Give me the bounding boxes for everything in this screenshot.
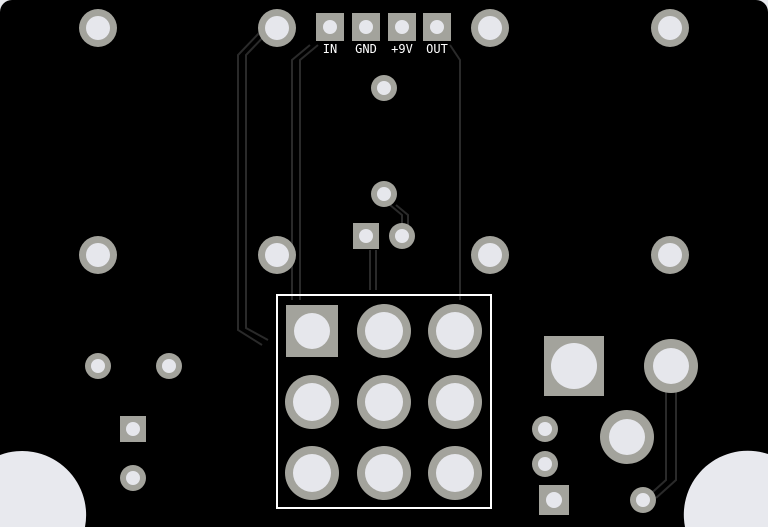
drill-hole: [430, 20, 444, 34]
header-pad: [316, 13, 344, 41]
pad-square: [353, 223, 379, 249]
header-labels: IN GND +9V OUT: [323, 42, 448, 56]
switch-pad: [357, 375, 411, 429]
drill-hole: [658, 16, 682, 40]
mounting-hole: [258, 236, 296, 274]
drill-hole: [91, 359, 105, 373]
label-in: IN: [323, 42, 337, 56]
pad-square: [120, 416, 146, 442]
drill-hole: [658, 243, 682, 267]
drill-hole: [636, 493, 650, 507]
mounting-hole: [258, 9, 296, 47]
drill-hole: [86, 243, 110, 267]
jack-pad-square: [544, 336, 604, 396]
jack-pad: [644, 339, 698, 393]
drill-hole: [359, 20, 373, 34]
pad: [120, 465, 146, 491]
pad: [532, 451, 558, 477]
switch-pad: [357, 446, 411, 500]
pads: [79, 9, 698, 515]
pad-square: [539, 485, 569, 515]
pad: [389, 223, 415, 249]
switch-pad: [285, 446, 339, 500]
drill-hole: [395, 20, 409, 34]
drill-hole: [365, 312, 403, 350]
drill-hole: [365, 454, 403, 492]
drill-hole: [293, 383, 331, 421]
header-pad: [388, 13, 416, 41]
drill-hole: [323, 20, 337, 34]
drill-hole: [653, 348, 689, 384]
drill-hole: [377, 187, 391, 201]
label-gnd: GND: [355, 42, 377, 56]
drill-hole: [546, 492, 562, 508]
drill-hole: [538, 422, 552, 436]
drill-hole: [551, 343, 597, 389]
drill-hole: [609, 419, 645, 455]
switch-pad-square: [286, 305, 338, 357]
switch-pad: [428, 304, 482, 358]
drill-hole: [478, 16, 502, 40]
label-out: OUT: [426, 42, 448, 56]
drill-hole: [265, 243, 289, 267]
drill-hole: [294, 313, 330, 349]
component-outline-box: [276, 294, 492, 509]
switch-pad: [357, 304, 411, 358]
mounting-hole: [471, 236, 509, 274]
drill-hole: [126, 471, 140, 485]
pad: [85, 353, 111, 379]
drill-hole: [478, 243, 502, 267]
drill-hole: [436, 383, 474, 421]
mounting-hole: [79, 9, 117, 47]
drill-hole: [265, 16, 289, 40]
traces: [237, 29, 677, 499]
drill-hole: [395, 229, 409, 243]
drill-hole: [538, 457, 552, 471]
drill-hole: [359, 229, 373, 243]
header-pad: [423, 13, 451, 41]
label-9v: +9V: [391, 42, 413, 56]
pad: [371, 181, 397, 207]
mounting-hole: [651, 236, 689, 274]
drill-hole: [377, 81, 391, 95]
mounting-hole: [79, 236, 117, 274]
pad: [532, 416, 558, 442]
pad: [371, 75, 397, 101]
drill-hole: [126, 422, 140, 436]
switch-pad: [428, 375, 482, 429]
drill-hole: [162, 359, 176, 373]
drill-hole: [436, 312, 474, 350]
pad: [630, 487, 656, 513]
mounting-hole: [651, 9, 689, 47]
drill-hole: [365, 383, 403, 421]
mounting-hole: [471, 9, 509, 47]
drill-hole: [293, 454, 331, 492]
header-pad: [352, 13, 380, 41]
pad: [156, 353, 182, 379]
drill-hole: [436, 454, 474, 492]
switch-pad: [285, 375, 339, 429]
drill-hole: [86, 16, 110, 40]
switch-pad: [428, 446, 482, 500]
jack-pad: [600, 410, 654, 464]
